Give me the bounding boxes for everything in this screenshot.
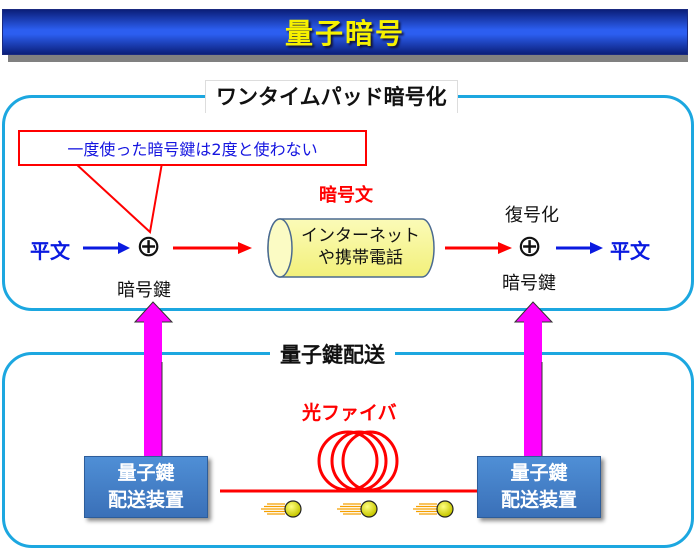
ciphertext-arrowhead-right bbox=[498, 242, 512, 254]
page-title: 量子暗号 bbox=[284, 17, 405, 50]
one-time-pad-label: ワンタイムパッド暗号化 bbox=[205, 80, 458, 113]
key-label-right: 暗号鍵 bbox=[502, 273, 556, 294]
photon bbox=[337, 500, 378, 518]
key-arrow-right bbox=[513, 301, 554, 456]
title-bar: 量子暗号 bbox=[2, 9, 688, 55]
ciphertext-arrowhead-left bbox=[238, 242, 252, 254]
decrypt-label: 復号化 bbox=[505, 205, 559, 226]
callout-pointer bbox=[74, 162, 163, 234]
channel-line2: や携帯電話 bbox=[318, 248, 403, 268]
qkd-device-right: 量子鍵 配送装置 bbox=[477, 456, 601, 518]
photon bbox=[261, 500, 302, 518]
key-arrow-left bbox=[133, 301, 174, 456]
callout-text: 一度使った暗号鍵は2度と使わない bbox=[67, 140, 318, 159]
fiber-label: 光ファイバ bbox=[302, 402, 397, 424]
qkd-device-left-line2: 配送装置 bbox=[107, 489, 184, 511]
ciphertext-label: 暗号文 bbox=[319, 185, 373, 206]
fiber-coil bbox=[317, 430, 399, 492]
plaintext-right: 平文 bbox=[610, 239, 650, 263]
channel-line1: インターネット bbox=[301, 226, 420, 246]
photon bbox=[413, 500, 454, 518]
key-label-left: 暗号鍵 bbox=[117, 280, 171, 301]
plaintext-arrowhead-left bbox=[118, 242, 130, 254]
plaintext-arrowhead-right bbox=[590, 242, 603, 254]
channel-text: インターネット や携帯電話 bbox=[293, 225, 428, 269]
qkd-device-right-line1: 量子鍵 bbox=[510, 462, 568, 484]
qkd-device-right-line2: 配送装置 bbox=[500, 489, 577, 511]
callout-box: 一度使った暗号鍵は2度と使わない bbox=[18, 130, 367, 166]
xor-icon-right: ⊕ bbox=[517, 229, 543, 264]
plaintext-left: 平文 bbox=[30, 239, 70, 263]
xor-icon-left: ⊕ bbox=[136, 229, 162, 264]
qkd-device-left: 量子鍵 配送装置 bbox=[84, 456, 208, 518]
qkd-label: 量子鍵配送 bbox=[270, 338, 395, 372]
qkd-device-left-line1: 量子鍵 bbox=[117, 462, 175, 484]
